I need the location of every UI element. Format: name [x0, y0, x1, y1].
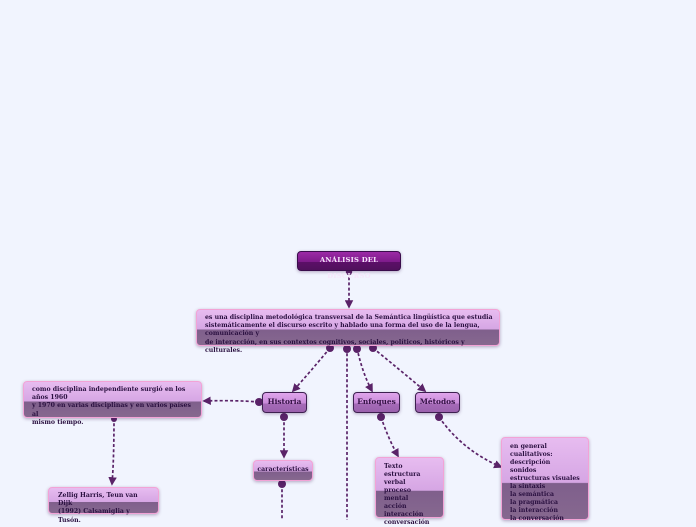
metodos-item: la pragmática [510, 499, 558, 506]
authors-line-2: (1992) Calsamiglia y Tusón. [58, 508, 130, 524]
root-title: ANÁLISIS DEL DISCURSO [319, 256, 379, 280]
topic-metodos-label: Métodos [419, 397, 456, 406]
dot-definition-down [343, 345, 351, 353]
metodos-item: en general cualitativos: [510, 443, 553, 458]
connector-enfoques-list [380, 416, 399, 458]
metodos-item: la interacción [510, 507, 558, 514]
enfoques-item: conversación [384, 519, 430, 526]
dot-historia-bottom [280, 413, 288, 421]
topic-historia[interactable]: Historia [262, 392, 307, 413]
historia-note-line-3: mismo tiempo. [32, 418, 84, 426]
historia-note-line-2: y 1970 en varias disciplinas y en varios… [32, 402, 191, 418]
authors-node[interactable]: Zellig Harris, Teun van Dijk (1992) Cals… [48, 487, 159, 524]
connector-historia-note [202, 396, 260, 406]
caracteristicas-label: características [257, 466, 309, 473]
historia-note-line-1: como disciplina independiente surgió en … [32, 386, 186, 402]
enfoques-item: estructura verbal [384, 471, 421, 486]
topic-enfoques-label: Enfoques [357, 397, 396, 406]
dot-definition-metodos [369, 344, 377, 352]
dot-definition-historia [326, 344, 334, 352]
metodos-item: descripción [510, 459, 551, 466]
dot-historia-left [255, 398, 263, 406]
authors-line-1: Zellig Harris, Teun van Dijk [58, 492, 138, 508]
metodos-item: la semántica [510, 491, 554, 498]
definition-node[interactable]: es una disciplina metodológica transvers… [196, 309, 500, 354]
dot-enfoques-bottom [377, 413, 385, 421]
enfoques-item: acción [384, 503, 407, 510]
metodos-item: sonidos [510, 467, 537, 474]
connector-note-authors [108, 417, 117, 486]
metodos-item: la sintaxis [510, 483, 546, 490]
metodos-item: la conversación [510, 515, 564, 522]
enfoques-item: interacción [384, 511, 424, 518]
definition-line-3: de interacción, en sus contextos cogniti… [205, 338, 465, 354]
topic-metodos[interactable]: Métodos [415, 392, 460, 413]
dot-caracteristicas-bottom [278, 480, 286, 488]
connector-definition-metodos [372, 347, 427, 393]
dot-definition-enfoques [353, 345, 361, 353]
definition-line-1: es una disciplina metodológica transvers… [205, 314, 493, 321]
dot-metodos-bottom [435, 413, 443, 421]
metodos-list-node[interactable]: en general cualitativos: descripción son… [501, 437, 589, 522]
historia-note-node[interactable]: como disciplina independiente surgió en … [23, 381, 202, 426]
enfoques-list-node[interactable]: Texto estructura verbal proceso mental a… [375, 457, 444, 526]
caracteristicas-node[interactable]: características [253, 460, 313, 481]
enfoques-item: Texto [384, 463, 403, 470]
root-node[interactable]: ANÁLISIS DEL DISCURSO [297, 251, 401, 280]
enfoques-item: proceso mental [384, 487, 412, 502]
topic-enfoques[interactable]: Enfoques [353, 392, 400, 413]
definition-line-2: sistemáticamente el discurso escrito y h… [205, 322, 480, 338]
connector-definition-enfoques [356, 347, 373, 393]
metodos-item: estructuras visuales [510, 475, 580, 482]
topic-historia-label: Historia [267, 397, 302, 406]
connector-definition-historia [291, 347, 331, 393]
connector-metodos-list [438, 416, 503, 469]
